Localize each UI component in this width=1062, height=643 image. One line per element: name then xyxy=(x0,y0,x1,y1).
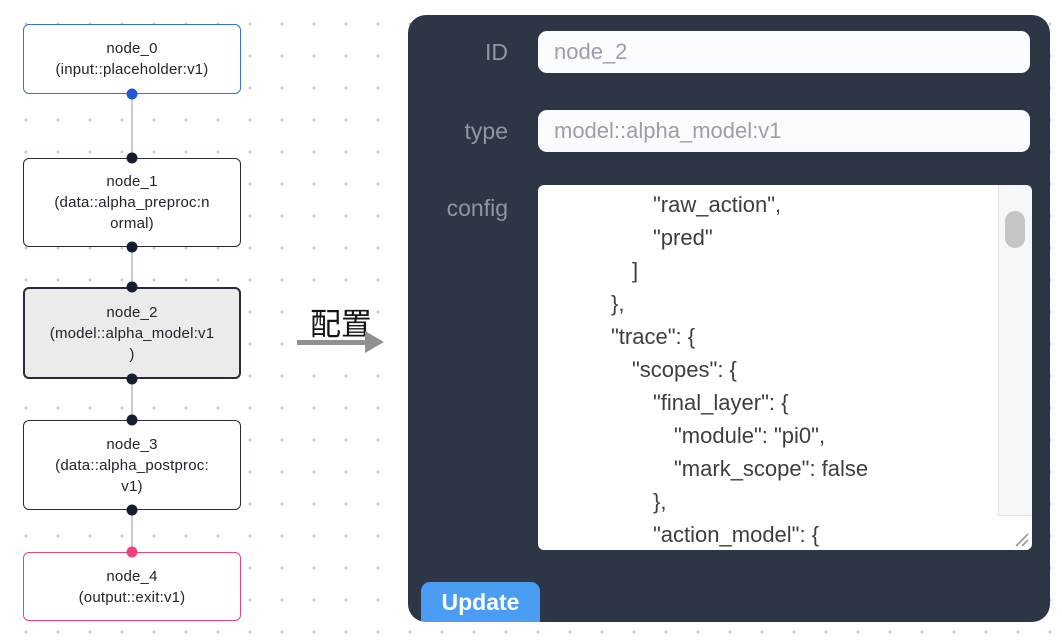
edge xyxy=(131,510,133,552)
node-label-line: node_3 xyxy=(106,435,158,453)
type-label: type xyxy=(464,118,508,144)
node-label-line: (data::alpha_preproc:n xyxy=(54,194,210,211)
arrow-icon xyxy=(297,340,366,345)
id-label: ID xyxy=(485,39,508,65)
node-label-line: (model::alpha_model:v1 xyxy=(49,324,215,342)
scrollbar-track[interactable] xyxy=(998,185,1032,516)
edge xyxy=(131,247,133,287)
resize-grip-icon[interactable] xyxy=(1010,528,1030,548)
edge xyxy=(131,94,133,158)
config-json-line: "pred" xyxy=(653,225,713,250)
port[interactable] xyxy=(126,504,138,516)
config-json-line: "trace": { xyxy=(611,324,696,349)
config-json-line: "mark_scope": false xyxy=(674,456,869,481)
port[interactable] xyxy=(126,152,138,164)
config-json-line: "action_model": { xyxy=(653,522,820,547)
node-label-line: (input::placeholder:v1) xyxy=(55,61,209,78)
node-config-panel: ID type config "raw_action", "pred"]}, "tr… xyxy=(408,15,1050,622)
config-json-line: "final_layer": { xyxy=(653,390,789,415)
config-json-text: "raw_action", "pred"]}, "trace": { "scopes"… xyxy=(538,188,996,550)
node-node_2[interactable]: node_2(model::alpha_model:v1) xyxy=(23,287,241,379)
node-label-line: (output::exit:v1) xyxy=(78,588,186,606)
node-label-line: node_2 xyxy=(106,303,158,321)
node-node_3[interactable]: node_3(data::alpha_postproc:v1) xyxy=(23,420,241,510)
update-button[interactable]: Update xyxy=(421,582,540,622)
type-input[interactable] xyxy=(538,110,1030,152)
config-json-line: ] xyxy=(632,258,639,283)
node-label-line: node_0 xyxy=(106,40,158,57)
port[interactable] xyxy=(126,241,138,253)
node-node_4[interactable]: node_4(output::exit:v1) xyxy=(23,552,241,621)
config-json-line: "raw_action", xyxy=(653,192,782,217)
config-label: config xyxy=(446,195,508,221)
port[interactable] xyxy=(126,414,138,426)
config-json-line: "scopes": { xyxy=(632,357,737,382)
scrollbar-thumb[interactable] xyxy=(1005,211,1025,248)
port[interactable] xyxy=(126,281,138,293)
port[interactable] xyxy=(126,373,138,385)
node-label-line: node_4 xyxy=(106,567,158,585)
node-label-line: (data::alpha_postproc: xyxy=(55,456,209,474)
node-label-line: ) xyxy=(129,345,135,363)
node-label-line: v1) xyxy=(121,477,143,495)
config-json-line: }, xyxy=(611,291,625,316)
config-annotation-label: 配置 xyxy=(310,307,372,342)
edge xyxy=(131,379,133,420)
node-label-line: node_1 xyxy=(106,173,158,190)
arrow-head-icon xyxy=(365,331,384,353)
config-textarea[interactable]: "raw_action", "pred"]}, "trace": { "scopes"… xyxy=(538,185,1032,550)
node-label-line: ormal) xyxy=(110,215,154,232)
id-input[interactable] xyxy=(538,31,1030,73)
port[interactable] xyxy=(126,546,138,558)
node-node_0[interactable]: node_0(input::placeholder:v1) xyxy=(23,24,241,94)
config-json-line: }, xyxy=(653,489,667,514)
config-json-line: "module": "pi0", xyxy=(674,423,826,448)
port[interactable] xyxy=(126,88,138,100)
